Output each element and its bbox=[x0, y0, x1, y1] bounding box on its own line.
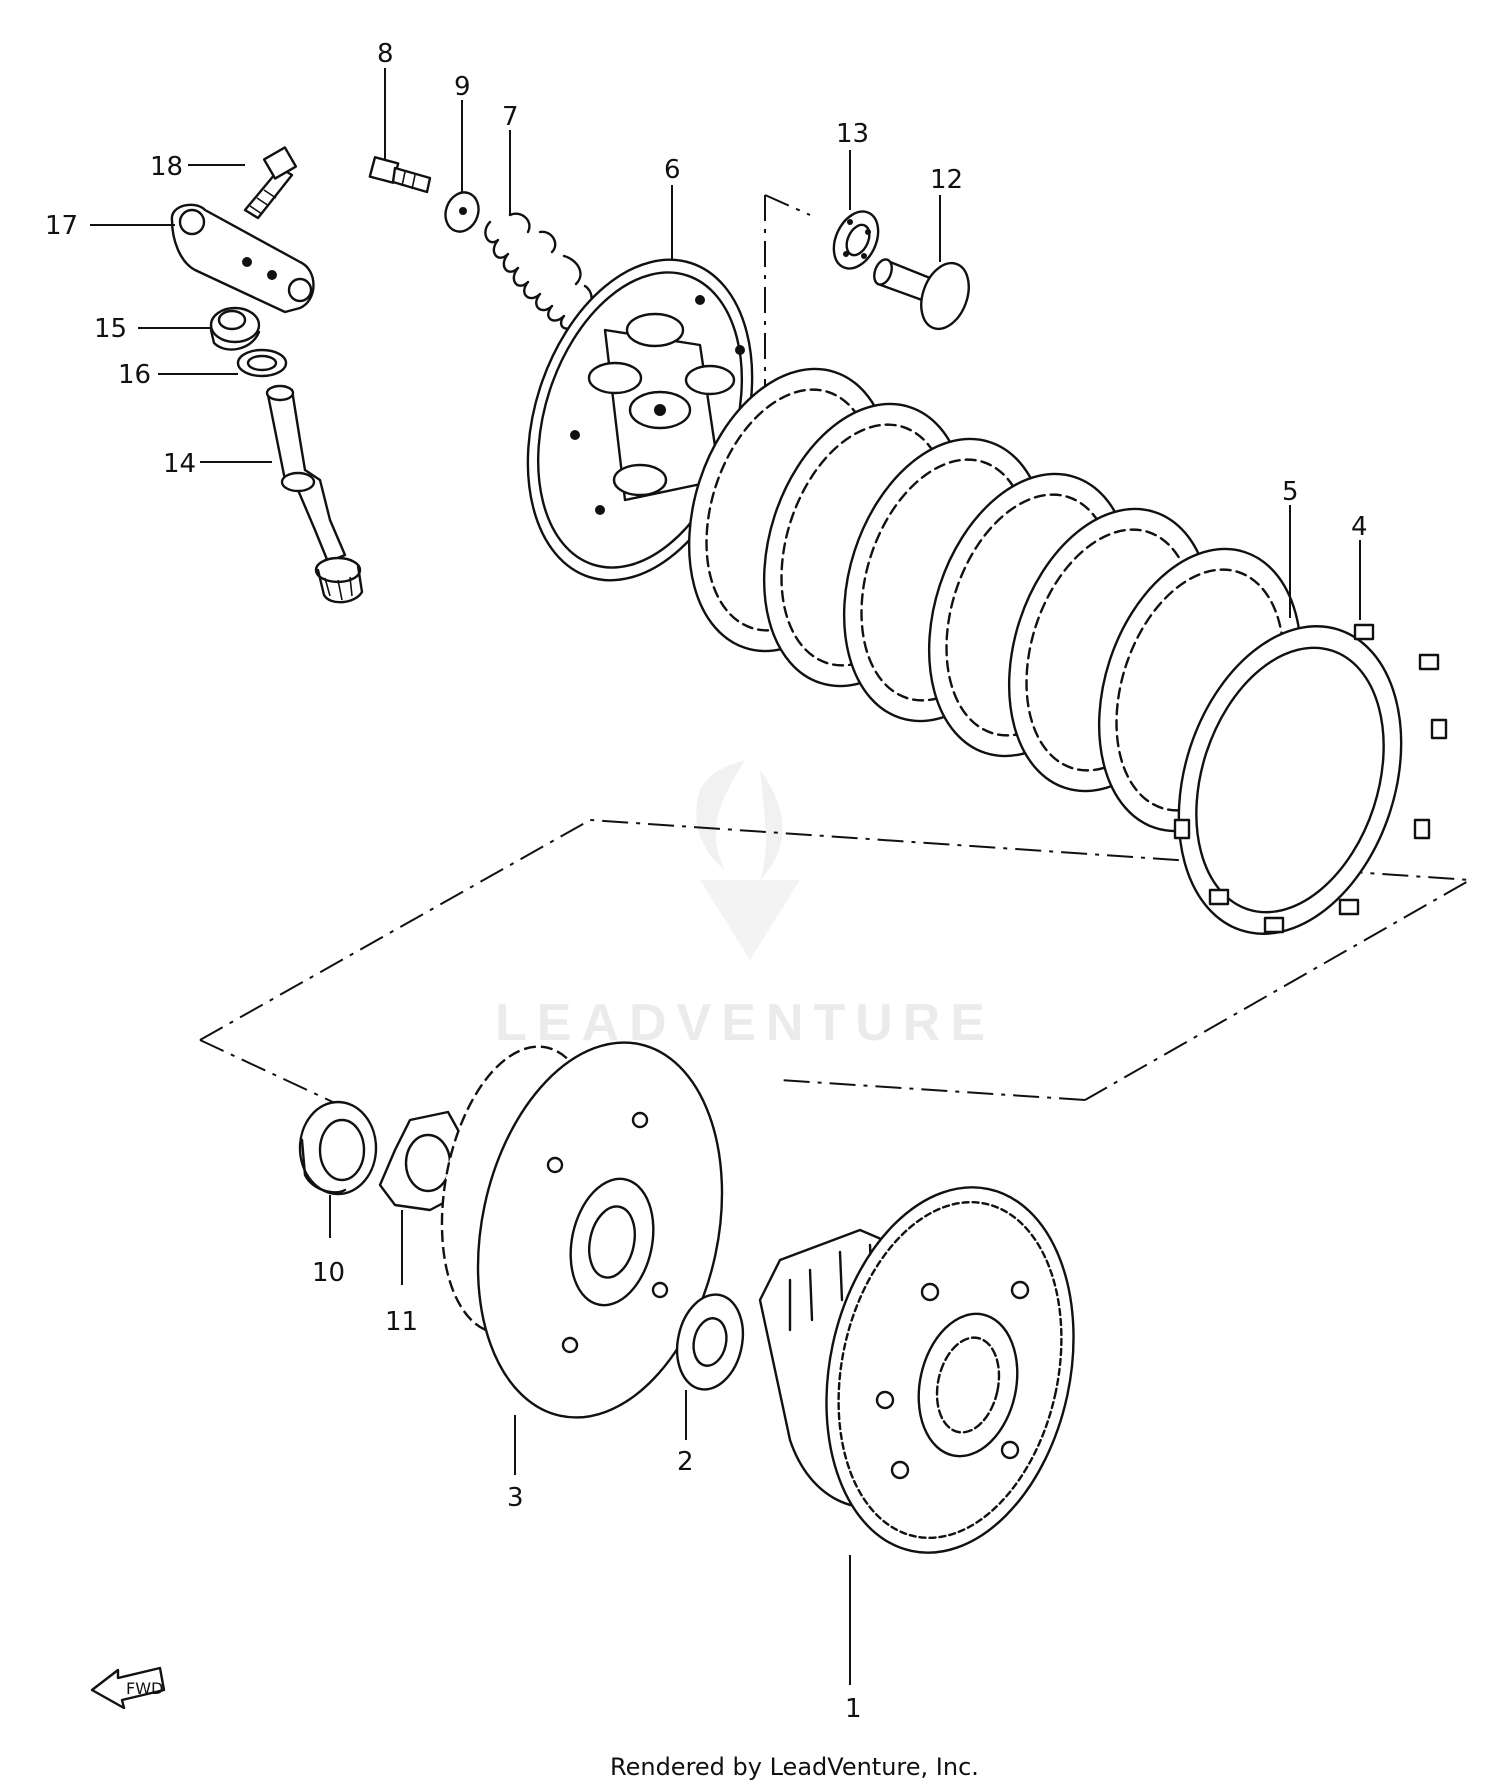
callout-8: 8 bbox=[377, 39, 394, 69]
callout-2: 2 bbox=[677, 1447, 694, 1477]
leader-lines bbox=[90, 68, 1361, 1685]
part-7-spring bbox=[484, 212, 593, 337]
callout-13: 13 bbox=[836, 119, 869, 149]
part-15-oil-seal bbox=[209, 306, 261, 351]
watermark-text: LEADVENTURE bbox=[495, 994, 995, 1052]
part-13-bearing bbox=[832, 210, 880, 270]
callout-4: 4 bbox=[1351, 512, 1368, 542]
callout-17: 17 bbox=[45, 211, 78, 241]
part-1-clutch-housing bbox=[758, 1186, 1075, 1554]
watermark-logo: LEADVENTURE bbox=[495, 760, 995, 1052]
callout-6: 6 bbox=[664, 155, 681, 185]
part-16-washer bbox=[236, 348, 288, 378]
alignment-lines bbox=[199, 194, 1474, 1111]
part-14-release-shaft bbox=[265, 384, 364, 604]
callout-15: 15 bbox=[94, 314, 127, 344]
part-2-thrust-washer bbox=[675, 1293, 745, 1391]
callout-1: 1 bbox=[845, 1694, 862, 1724]
clutch-plates-stack bbox=[687, 367, 1448, 935]
callout-10: 10 bbox=[312, 1258, 345, 1288]
callout-3: 3 bbox=[507, 1483, 524, 1513]
part-18-bolt bbox=[243, 146, 298, 220]
callout-5: 5 bbox=[1282, 477, 1299, 507]
part-9-washer bbox=[444, 191, 480, 233]
part-3-sleeve-hub bbox=[440, 1041, 724, 1419]
callout-16: 16 bbox=[118, 360, 151, 390]
callout-14: 14 bbox=[163, 449, 196, 479]
part-10-nut bbox=[298, 1100, 378, 1196]
footer-credit: Rendered by LeadVenture, Inc. bbox=[610, 1753, 979, 1781]
callout-7: 7 bbox=[502, 102, 519, 132]
part-17-release-arm bbox=[170, 203, 315, 314]
callout-9: 9 bbox=[454, 72, 471, 102]
callout-12: 12 bbox=[930, 165, 963, 195]
fwd-arrow-icon: FWD bbox=[90, 1666, 166, 1710]
callout-11: 11 bbox=[385, 1307, 418, 1337]
fwd-arrow-label: FWD bbox=[126, 1679, 163, 1698]
callout-18: 18 bbox=[150, 152, 183, 182]
callout-labels: 1 2 3 4 5 6 7 8 9 10 11 12 13 14 15 16 1… bbox=[45, 39, 1368, 1724]
part-8-bolt bbox=[368, 156, 432, 194]
part-12-push-piece bbox=[873, 258, 970, 331]
